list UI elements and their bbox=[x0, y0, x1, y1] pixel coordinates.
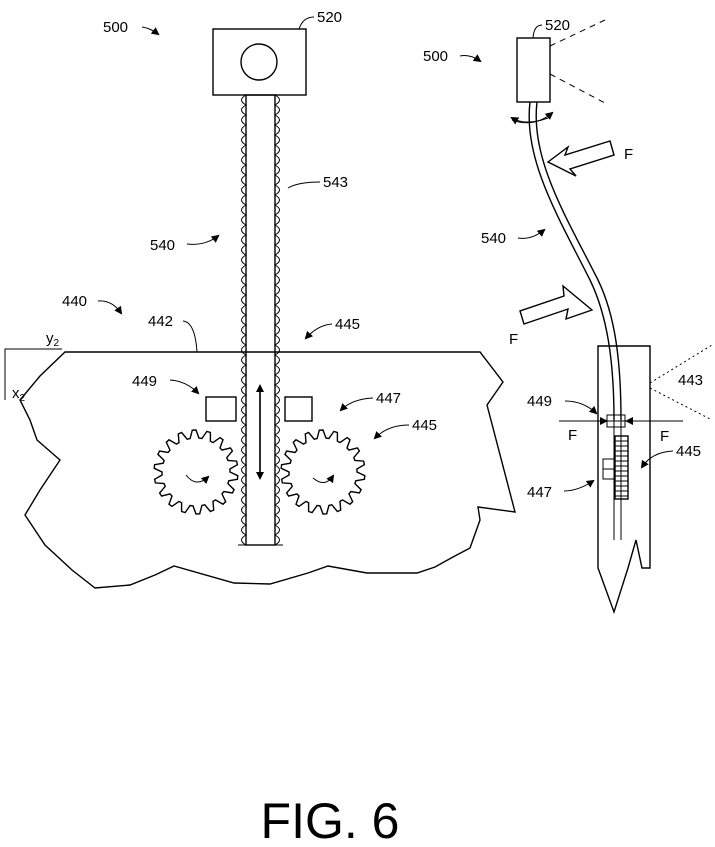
threaded-rod bbox=[238, 94, 283, 546]
rotation-arrow-right bbox=[312, 474, 335, 484]
label-540-right: 540 bbox=[481, 230, 506, 247]
rotation-arrow-left bbox=[185, 474, 210, 485]
label-F-top: F bbox=[624, 146, 633, 163]
axis-y-label: y2 bbox=[46, 330, 60, 349]
label-442: 442 bbox=[148, 313, 173, 330]
label-449-left: 449 bbox=[132, 373, 157, 390]
figure-title: FIG. 6 bbox=[261, 793, 400, 847]
force-arrow-top bbox=[546, 140, 615, 177]
label-445-right: 445 bbox=[412, 417, 437, 434]
gear-right bbox=[280, 429, 366, 515]
label-445-rightview: 445 bbox=[676, 443, 701, 460]
label-443: 443 bbox=[678, 372, 703, 389]
axis-x-label: x2 bbox=[12, 385, 26, 404]
gear-left bbox=[153, 429, 239, 515]
camera-lens bbox=[240, 43, 278, 81]
camera-box bbox=[212, 28, 307, 96]
label-520-right: 520 bbox=[545, 17, 570, 34]
label-F-mid: F bbox=[509, 331, 518, 348]
axis-marker bbox=[4, 348, 62, 400]
label-445-top: 445 bbox=[335, 316, 360, 333]
label-543: 543 bbox=[323, 174, 348, 191]
ground-body bbox=[19, 351, 516, 589]
force-arrow-mid bbox=[519, 284, 594, 325]
bracket-right bbox=[284, 396, 313, 422]
bracket-left bbox=[205, 396, 237, 422]
label-540-left: 540 bbox=[150, 237, 175, 254]
label-449-right: 449 bbox=[527, 393, 552, 410]
label-447-left: 447 bbox=[376, 390, 401, 407]
left-view: y2 x2 500 520 543 540 440 442 445 449 44… bbox=[4, 9, 516, 589]
label-F-right: F bbox=[660, 428, 669, 445]
bore bbox=[597, 345, 651, 615]
label-440: 440 bbox=[62, 293, 87, 310]
label-F-left: F bbox=[568, 427, 577, 444]
label-520-left: 520 bbox=[317, 9, 342, 26]
camera-box-right bbox=[516, 37, 551, 103]
label-500-left: 500 bbox=[103, 19, 128, 36]
label-447-right: 447 bbox=[527, 484, 552, 501]
right-view: F F F F 500 520 540 443 449 445 bbox=[423, 17, 713, 615]
label-500-right: 500 bbox=[423, 48, 448, 65]
flexible-rod bbox=[528, 101, 615, 421]
